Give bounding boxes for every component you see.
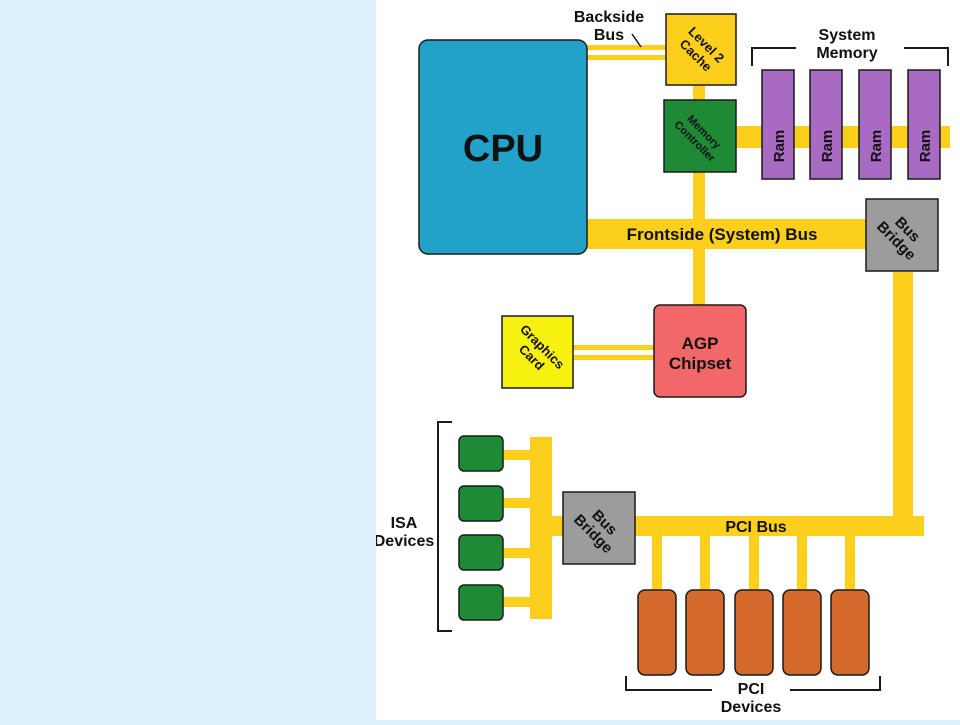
backside-bus-label-line2: Bus: [594, 27, 624, 44]
backside-bus-rail-top: [586, 45, 668, 50]
backside-bus-label-line1: Backside: [574, 9, 644, 26]
isa-stub-2: [502, 498, 530, 508]
graphics-card-box: [501, 315, 574, 389]
pci-device-2: [685, 589, 725, 676]
system-memory-label-line1: System: [819, 27, 876, 44]
pci-stub-1: [652, 536, 662, 592]
pci-device-4: [782, 589, 822, 676]
system-memory-bracket: [751, 47, 949, 66]
agp-chipset-box: [653, 304, 747, 398]
upper-bus-bridge-box: [865, 198, 939, 272]
isa-devices-label-line2: Devices: [376, 533, 434, 550]
isa-stub-4: [502, 597, 530, 607]
isa-device-2: [458, 485, 504, 522]
bus-lines: [502, 45, 950, 619]
level2-cache-box: [665, 13, 737, 86]
pci-devices-bracket: [625, 676, 881, 691]
frontside-system-bus: [586, 219, 868, 249]
ram-label-1: Ram: [771, 130, 788, 163]
ram-module-4: Ram: [907, 69, 941, 180]
memory-controller-box: [663, 99, 737, 173]
pci-devices-label-line2: Devices: [721, 699, 782, 716]
isa-devices-label-line1: ISA: [391, 515, 418, 532]
backside-bus-pointer: [631, 33, 642, 48]
lower-bus-bridge-box: [562, 491, 636, 565]
isa-stub-3: [502, 548, 530, 558]
agp-label-line2: Chipset: [669, 354, 732, 373]
system-memory-label-line2: Memory: [816, 45, 877, 62]
isa-device-1: [458, 435, 504, 472]
pci-bus: [632, 516, 924, 536]
left-blank-panel: [0, 0, 376, 720]
isa-devices-bracket: [437, 421, 452, 632]
isa-device-4: [458, 584, 504, 621]
agp-bus-rail-bottom: [572, 355, 654, 360]
bridge-down-bus: [893, 272, 913, 520]
ram-label-4: Ram: [917, 130, 934, 163]
frontside-bus-label: Frontside (System) Bus: [627, 225, 818, 244]
isa-device-3: [458, 534, 504, 571]
pci-device-5: [830, 589, 870, 676]
ram-label-2: Ram: [819, 130, 836, 163]
ram-module-2: Ram: [809, 69, 843, 180]
controller-to-frontside-bus: [693, 168, 705, 220]
ram-label-3: Ram: [868, 130, 885, 163]
ram-module-1: Ram: [761, 69, 795, 180]
pci-stub-3: [749, 536, 759, 592]
ram-module-1-box: [761, 69, 795, 180]
ram-module-2-box: [809, 69, 843, 180]
pci-devices-label-line1: PCI: [738, 681, 765, 698]
agp-label-line1: AGP: [682, 334, 719, 353]
agp-bus-rail-top: [572, 345, 654, 350]
pci-stub-5: [845, 536, 855, 592]
pci-device-3: [734, 589, 774, 676]
backside-bus-rail-bottom: [586, 55, 668, 60]
pci-bus-label: PCI Bus: [725, 519, 786, 536]
cache-to-controller-bus: [693, 83, 705, 103]
cpu-box: [418, 39, 588, 255]
diagram-canvas: CPU Backside Bus Level 2 Cache System Me…: [374, 9, 950, 716]
pci-device-1: [637, 589, 677, 676]
frontside-to-agp-bus: [693, 249, 705, 307]
isa-bus: [530, 437, 552, 619]
ram-module-3-box: [858, 69, 892, 180]
isa-stub-1: [502, 450, 530, 460]
cpu-label: CPU: [463, 128, 543, 170]
pci-stub-2: [700, 536, 710, 592]
ram-module-4-box: [907, 69, 941, 180]
pci-stub-4: [797, 536, 807, 592]
computer-bus-diagram: CPU Backside Bus Level 2 Cache System Me…: [374, 0, 960, 720]
ram-module-3: Ram: [858, 69, 892, 180]
